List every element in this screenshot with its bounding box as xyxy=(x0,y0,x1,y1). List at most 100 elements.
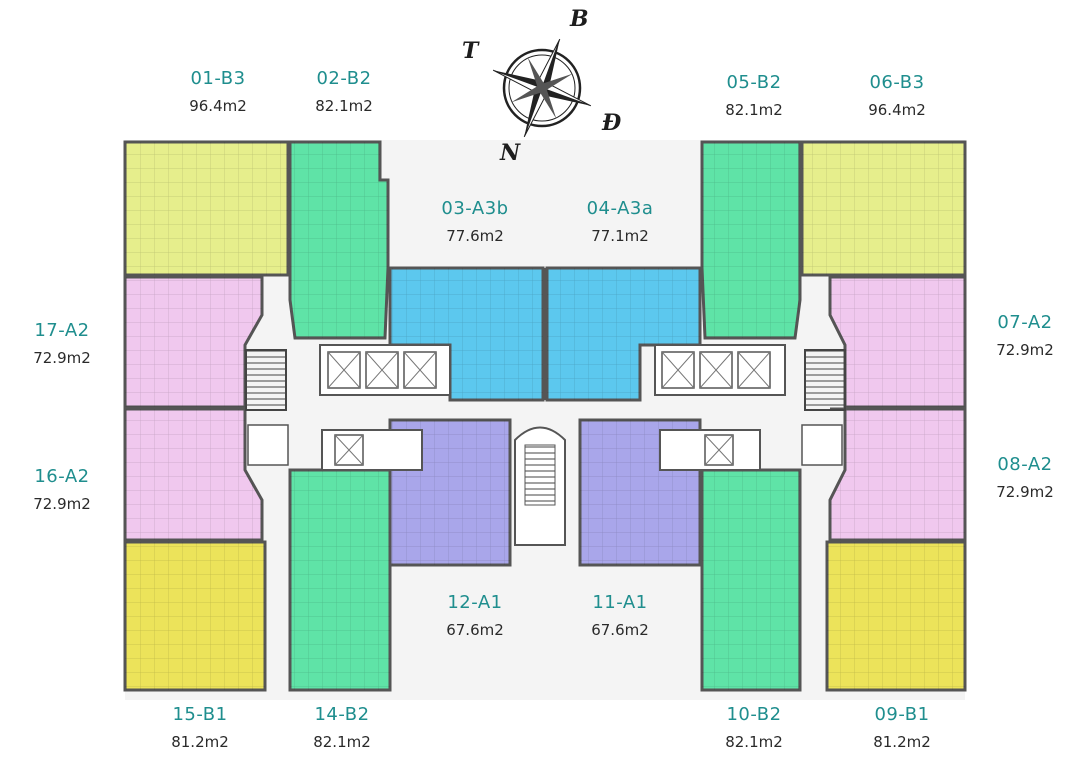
unit-02-b2 xyxy=(288,140,390,340)
elevator-lobby-top-right xyxy=(654,344,786,396)
elevator-8 xyxy=(704,434,734,466)
unit-14-b2-rooms xyxy=(290,470,390,690)
center-stair-steps xyxy=(524,444,556,506)
unit-code: 07-A2 xyxy=(997,312,1053,333)
unit-code: 02-B2 xyxy=(316,68,372,89)
unit-label-02-b2: 02-B2 82.1m2 xyxy=(274,68,414,115)
unit-15-b1-rooms xyxy=(125,542,265,690)
unit-code: 09-B1 xyxy=(874,704,930,725)
unit-code: 04-A3a xyxy=(586,198,654,219)
unit-area: 82.1m2 xyxy=(315,96,373,115)
elevator-5-cross xyxy=(661,351,695,389)
unit-14-b2 xyxy=(288,468,392,692)
unit-area: 67.6m2 xyxy=(591,620,649,639)
elevator-5 xyxy=(661,351,695,389)
compass-letter-north: B xyxy=(569,6,589,32)
unit-06-b3 xyxy=(800,140,967,277)
unit-label-06-b3: 06-B3 96.4m2 xyxy=(827,72,967,119)
unit-label-08-a2: 08-A2 72.9m2 xyxy=(955,454,1080,501)
unit-08-a2 xyxy=(828,407,967,542)
compass-rose: B Đ N T xyxy=(462,6,622,166)
unit-area: 82.1m2 xyxy=(313,732,371,751)
elevator-4-cross xyxy=(334,434,364,466)
unit-code: 01-B3 xyxy=(190,68,246,89)
unit-08-a2-rooms xyxy=(830,409,965,540)
compass-diag-2 xyxy=(527,57,557,119)
unit-01-b3 xyxy=(123,140,290,277)
core-left xyxy=(245,344,451,471)
unit-area: 77.1m2 xyxy=(591,226,649,245)
unit-label-03-a3b: 03-A3b 77.6m2 xyxy=(405,198,545,245)
unit-label-12-a1: 12-A1 67.6m2 xyxy=(405,592,545,639)
compass-letter-east: Đ xyxy=(601,110,622,136)
unit-code: 16-A2 xyxy=(34,466,90,487)
elevator-4 xyxy=(334,434,364,466)
unit-label-01-b3: 01-B3 96.4m2 xyxy=(148,68,288,115)
unit-code: 17-A2 xyxy=(34,320,90,341)
unit-label-11-a1: 11-A1 67.6m2 xyxy=(550,592,690,639)
unit-label-10-b2: 10-B2 82.1m2 xyxy=(684,704,824,751)
elevator-1 xyxy=(327,351,361,389)
unit-code: 14-B2 xyxy=(314,704,370,725)
stair-left xyxy=(245,349,287,411)
core-right xyxy=(654,344,846,471)
unit-04-a3a xyxy=(545,266,702,402)
unit-06-b3-rooms xyxy=(802,142,965,275)
stair-right xyxy=(804,349,846,411)
unit-code: 03-A3b xyxy=(441,198,509,219)
unit-02-b2-rooms xyxy=(290,142,388,338)
unit-area: 72.9m2 xyxy=(996,482,1054,501)
unit-17-a2 xyxy=(123,275,264,409)
unit-area: 72.9m2 xyxy=(996,340,1054,359)
unit-16-a2 xyxy=(123,407,264,542)
elevator-7-cross xyxy=(737,351,771,389)
unit-05-b2-rooms xyxy=(702,142,800,338)
unit-03-a3b-rooms xyxy=(390,268,543,400)
unit-label-16-a2: 16-A2 72.9m2 xyxy=(0,466,132,513)
unit-07-a2 xyxy=(828,275,967,409)
unit-area: 72.9m2 xyxy=(33,348,91,367)
unit-area: 67.6m2 xyxy=(446,620,504,639)
unit-code: 15-B1 xyxy=(172,704,228,725)
elevator-3-cross xyxy=(403,351,437,389)
unit-label-14-b2: 14-B2 82.1m2 xyxy=(272,704,412,751)
elevator-6-cross xyxy=(699,351,733,389)
shaft-right xyxy=(801,424,843,466)
elevator-7 xyxy=(737,351,771,389)
unit-label-17-a2: 17-A2 72.9m2 xyxy=(0,320,132,367)
unit-15-b1 xyxy=(123,540,267,692)
elevator-2-cross xyxy=(365,351,399,389)
unit-09-b1 xyxy=(825,540,967,692)
unit-area: 82.1m2 xyxy=(725,732,783,751)
unit-16-a2-rooms xyxy=(125,409,262,540)
compass-ring-outer xyxy=(502,48,582,128)
unit-area: 77.6m2 xyxy=(446,226,504,245)
shaft-left xyxy=(247,424,289,466)
unit-code: 06-B3 xyxy=(869,72,925,93)
unit-label-07-a2: 07-A2 72.9m2 xyxy=(955,312,1080,359)
unit-area: 96.4m2 xyxy=(189,96,247,115)
unit-code: 10-B2 xyxy=(726,704,782,725)
elevator-lobby-bottom xyxy=(321,429,423,471)
center-stair xyxy=(514,268,566,546)
unit-code: 11-A1 xyxy=(592,592,648,613)
elevator-1-cross xyxy=(327,351,361,389)
unit-code: 08-A2 xyxy=(997,454,1053,475)
unit-area: 81.2m2 xyxy=(873,732,931,751)
unit-04-a3a-rooms xyxy=(547,268,700,400)
unit-label-09-b1: 09-B1 81.2m2 xyxy=(832,704,972,751)
compass-letter-west: T xyxy=(462,38,480,64)
unit-09-b1-rooms xyxy=(827,542,965,690)
unit-10-b2 xyxy=(700,468,802,692)
elevator-2 xyxy=(365,351,399,389)
elevator-lobby-bottom-right xyxy=(659,429,761,471)
compass-ring-inner xyxy=(508,54,576,122)
unit-label-04-a3a: 04-A3a 77.1m2 xyxy=(550,198,690,245)
unit-07-a2-rooms xyxy=(830,277,965,407)
unit-17-a2-rooms xyxy=(125,277,262,407)
unit-code: 05-B2 xyxy=(726,72,782,93)
unit-area: 81.2m2 xyxy=(171,732,229,751)
elevator-lobby-top xyxy=(319,344,451,396)
